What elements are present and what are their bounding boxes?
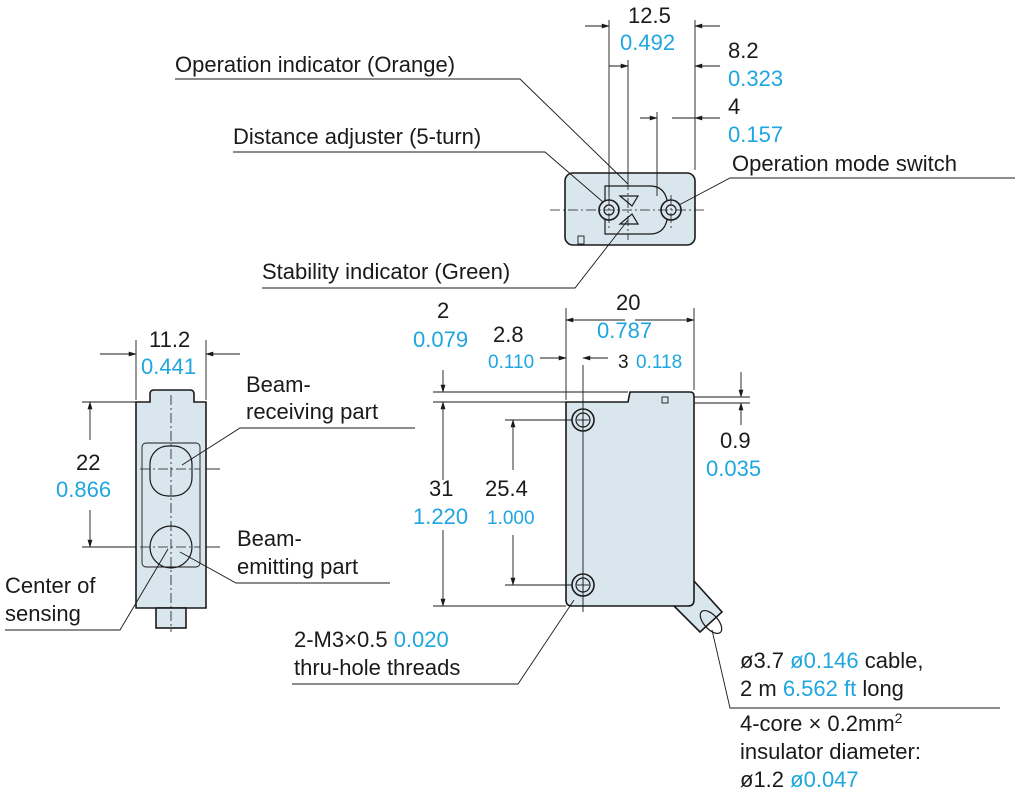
front-d09-in: 0.035 [706,456,761,481]
front-width-in: 0.787 [597,318,652,343]
beam-emitting-label-1: Beam- [237,526,302,551]
distance-adjuster-label: Distance adjuster (5-turn) [233,124,481,149]
front-d3-in: 0.118 [636,352,682,373]
front-d2-in: 0.079 [413,327,468,352]
front-hole-pitch-mm: 25.4 [485,476,528,501]
center-sensing-label-1: Center of [5,573,96,598]
stability-indicator-label: Stability indicator (Green) [262,259,510,284]
beam-receiving-label-1: Beam- [246,372,311,397]
cable-label-2: 2 m 6.562 ft long [740,676,904,701]
top-offset1-in: 0.323 [728,66,783,91]
operation-mode-switch-label: Operation mode switch [732,151,957,176]
side-width-in: 0.441 [141,354,196,379]
top-width-in: 0.492 [620,30,675,55]
side-view: 11.2 0.441 22 0.866 Beam- receiving part… [5,327,415,632]
core-label-3: ø1.2 ø0.047 [740,767,859,792]
thread-label-1: 2-M3×0.5 0.020 [294,627,449,652]
top-offset2-in: 0.157 [728,122,783,147]
top-width-mm: 12.5 [628,3,671,28]
front-height-in: 1.220 [413,504,468,529]
side-width-mm: 11.2 [149,327,190,352]
front-width-mm: 20 [616,290,640,315]
side-pitch-in: 0.866 [56,477,111,502]
front-d2-mm: 2 [437,298,449,323]
thread-label-2: thru-hole threads [294,655,460,680]
front-d09-mm: 0.9 [720,428,751,453]
front-view-body [565,391,695,607]
core-label-1: 4-core × 0.2mm2 [740,710,903,736]
front-d3-mm: 3 [618,352,629,373]
operation-indicator-label: Operation indicator (Orange) [175,52,455,77]
front-hole-pitch-in: 1.000 [487,508,535,529]
front-view: 20 0.787 2 0.079 2.8 0.110 3 0.118 0.9 0… [292,290,1000,792]
center-sensing-label-2: sensing [5,601,81,626]
top-offset2-mm: 4 [728,94,740,119]
front-height-mm: 31 [429,476,453,501]
beam-receiving-label-2: receiving part [246,399,378,424]
front-d28-in: 0.110 [488,352,534,373]
top-offset1-mm: 8.2 [728,38,759,63]
front-d28-mm: 2.8 [493,322,524,347]
beam-emitting-label-2: emitting part [237,554,358,579]
cable-label-1: ø3.7 ø0.146 cable, [740,648,924,673]
top-view: 12.5 0.492 8.2 0.323 4 0.157 Operation i… [175,3,1015,289]
side-pitch-mm: 22 [76,450,100,475]
core-label-2: insulator diameter: [740,739,921,764]
